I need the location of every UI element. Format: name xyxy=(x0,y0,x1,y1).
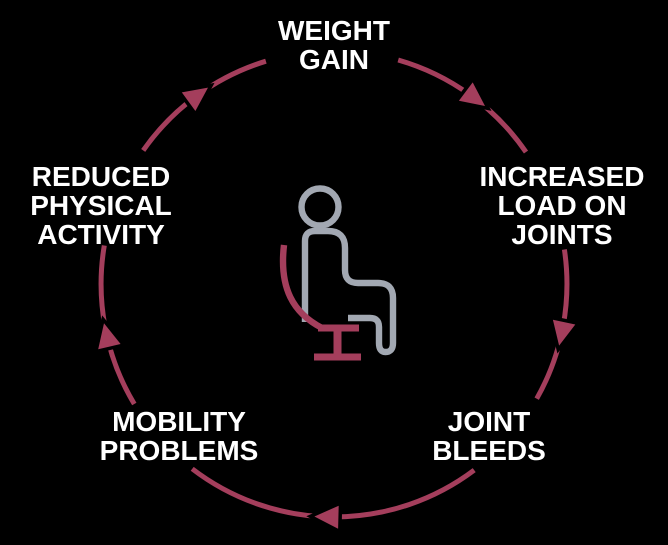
stage-line: GAIN xyxy=(299,44,369,75)
stage-line: PHYSICAL xyxy=(30,190,172,221)
stage-line: ACTIVITY xyxy=(37,219,165,250)
stage-label-reduced-physical-activity: REDUCED PHYSICAL ACTIVITY xyxy=(0,162,202,249)
arrowhead-down-icon xyxy=(548,315,582,354)
person-body-and-leg xyxy=(301,227,397,356)
arrowhead-up-right-icon xyxy=(175,82,215,118)
stage-label-joint-bleeds: JOINT BLEEDS xyxy=(389,407,589,465)
arc-reduced-to-weight xyxy=(141,58,267,152)
arrowhead-down-right-icon xyxy=(452,75,492,111)
person-sitting-on-chair-icon xyxy=(279,185,397,361)
stage-line: BLEEDS xyxy=(432,435,546,466)
stage-line: JOINT xyxy=(447,406,531,437)
arrowhead-up-icon xyxy=(93,315,127,354)
stage-line: PROBLEMS xyxy=(99,435,259,466)
person-head xyxy=(298,185,342,229)
stage-line: MOBILITY xyxy=(112,406,246,437)
stage-label-weight-gain: WEIGHT GAIN xyxy=(214,16,454,74)
stage-line: INCREASED xyxy=(479,161,645,192)
arrowhead-left-icon xyxy=(306,500,343,535)
stage-label-mobility-problems: MOBILITY PROBLEMS xyxy=(79,407,279,465)
stage-line: JOINTS xyxy=(511,219,613,250)
stage-line: LOAD ON xyxy=(497,190,627,221)
stage-line: REDUCED xyxy=(31,161,171,192)
chair-back xyxy=(279,244,324,331)
stage-line: WEIGHT xyxy=(278,15,390,46)
stage-label-increased-load-on-joints: INCREASED LOAD ON JOINTS xyxy=(452,162,668,249)
